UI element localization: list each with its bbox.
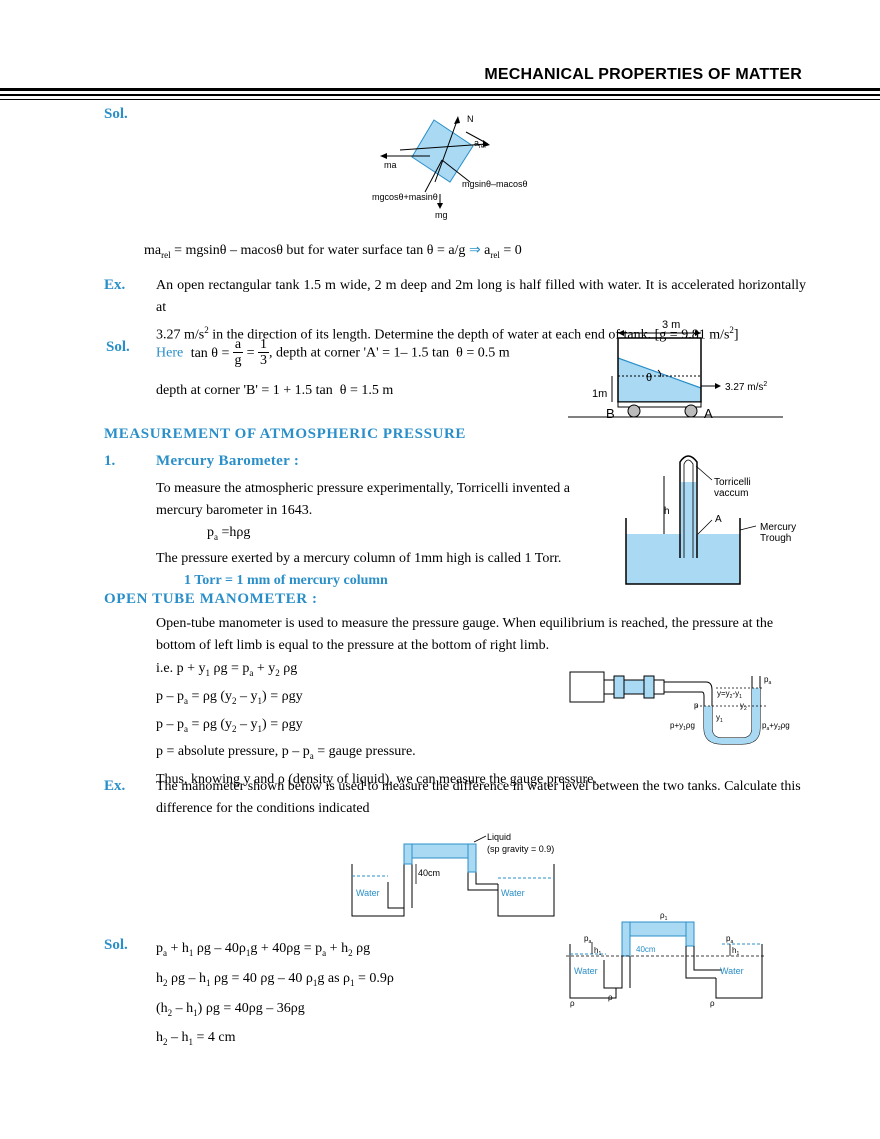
- fig-B-label: B: [606, 406, 615, 421]
- sol2-line2: depth at corner 'B' = 1 + 1.5 tan θ = 1.…: [156, 383, 394, 398]
- fig-A-label: A: [704, 406, 713, 421]
- fig-height-label: 1m: [592, 388, 607, 400]
- fig-y2-label: y2: [740, 701, 747, 712]
- fig-sol-40cm: 40cm: [636, 945, 656, 954]
- fig-theta-label: θ: [646, 372, 652, 384]
- fig-water2-label: Water: [501, 888, 525, 898]
- fig-sol-rho-a: ρ: [570, 999, 575, 1008]
- otm-text: Open-tube manometer is used to measure t…: [156, 616, 774, 653]
- fig-40cm-label: 40cm: [418, 868, 440, 878]
- sol1-label: Sol.: [104, 106, 128, 122]
- fig-vaccum-label: vaccum: [714, 488, 748, 499]
- sol3-label: Sol.: [104, 937, 128, 953]
- atm-heading: MEASUREMENT OF ATMOSPHERIC PRESSURE: [104, 426, 467, 442]
- fig-h-label: h: [664, 506, 670, 517]
- fig-left-pressure: p+y1ρg: [670, 721, 695, 732]
- fig-torricelli-label: Torricelli: [714, 477, 751, 488]
- fig-y1-label: y1: [716, 713, 723, 724]
- atm-text: To measure the atmospheric pressure expe…: [156, 481, 570, 588]
- fig-A-label-baro: A: [715, 514, 722, 525]
- header-title: MECHANICAL PROPERTIES OF MATTER: [484, 66, 802, 83]
- atm-number: 1.: [104, 453, 116, 469]
- fig-liquid-label: Liquid: [487, 832, 511, 842]
- fig-trough-label: Trough: [760, 533, 791, 544]
- fig-sol-rho-c: ρ: [710, 999, 715, 1008]
- ex1-label: Ex.: [104, 277, 126, 293]
- tank-accel-figure: 3 m θ 1m 3.27 m/s2 B A: [568, 319, 783, 421]
- fig-sol-pa1: pa: [584, 934, 591, 945]
- fig-mgcos-label: mgcosθ+masinθ: [372, 192, 438, 202]
- ex2-text: The manometer shown below is used to mea…: [156, 779, 801, 816]
- fig-water1-label: Water: [356, 888, 380, 898]
- ex1-text: An open rectangular tank 1.5 m wide, 2 m…: [156, 278, 806, 343]
- fig-mg-label: mg: [435, 210, 448, 220]
- open-tube-manometer-figure: pa y=y2-y1 p y1 y2 p+y1ρg pa+y2ρg: [569, 671, 790, 745]
- fig-mercury-label: Mercury: [760, 522, 796, 533]
- ex2-label: Ex.: [104, 778, 126, 794]
- fig-ma-label: ma: [384, 160, 397, 170]
- fig-sol-pa2: pa: [726, 934, 733, 945]
- fig-right-pressure: pa+y2ρg: [762, 721, 790, 732]
- sol1-equation: marel = mgsinθ – macosθ but for water su…: [144, 243, 522, 260]
- header-rule-3: [0, 99, 880, 100]
- header-rule-2: [0, 94, 880, 96]
- fig-sol-h1: h1: [594, 946, 601, 957]
- sol3-equations: pa + h1 ρg – 40ρ1g + 40ρg = pa + h2 ρg h…: [156, 941, 394, 1048]
- atm-subheading: Mercury Barometer :: [156, 453, 300, 469]
- block-incline-figure: N arel ma mgsinθ–macosθ mgcosθ+masinθ mg: [372, 114, 528, 220]
- two-tank-manometer-figure: Water 40cm Water Liquid (sp gravity = 0.…: [351, 832, 555, 917]
- fig-sol-rho-b: ρ: [608, 993, 613, 1002]
- barometer-figure: h Torricelli vaccum A Mercury Trough: [625, 455, 796, 585]
- otm-equations: i.e. p + y1 ρg = pa + y2 ρg p – pa = ρg …: [156, 661, 597, 788]
- solution-manometer-figure: ρ1 Water 40cm pa h1 Water pa h1 ρ ρ ρ: [566, 911, 766, 1008]
- fig-n-label: N: [467, 114, 474, 124]
- fig-sol-water1: Water: [574, 966, 598, 976]
- sol2-label: Sol.: [106, 339, 130, 355]
- fig-width-label: 3 m: [662, 319, 680, 331]
- fig-sol-water2: Water: [720, 966, 744, 976]
- header-rule-1: [0, 88, 880, 91]
- fig-spgr-label: (sp gravity = 0.9): [487, 844, 554, 854]
- fig-p-label: p: [694, 701, 699, 710]
- otm-heading: OPEN TUBE MANOMETER :: [104, 591, 318, 607]
- fig-accel-label: 3.27 m/s2: [725, 381, 767, 393]
- fig-mgsin-label: mgsinθ–macosθ: [462, 179, 528, 189]
- fig-y-label: y=y2-y1: [717, 689, 742, 700]
- fig-sol-h2: h1: [732, 946, 739, 957]
- fig-rho1-label: ρ1: [660, 911, 668, 922]
- fig-pa-label: pa: [764, 675, 771, 686]
- fig-arel-label: arel: [474, 138, 486, 150]
